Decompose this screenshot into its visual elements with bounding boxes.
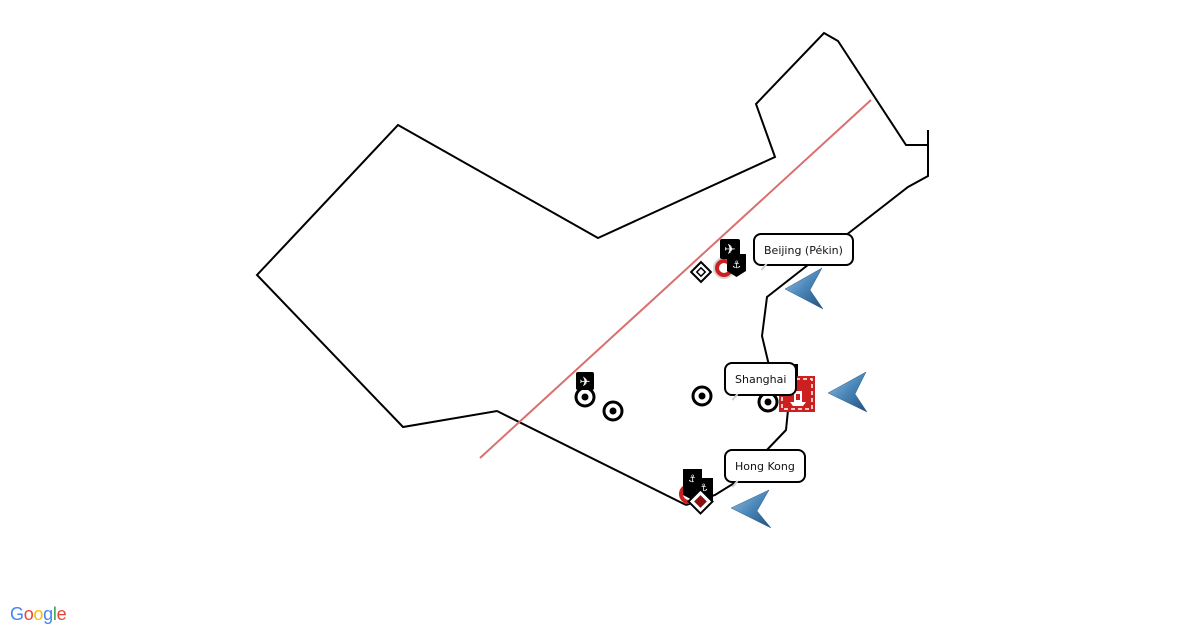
google-logo[interactable]: Google xyxy=(10,604,67,625)
logo-letter: l xyxy=(52,604,57,624)
target-icon[interactable] xyxy=(691,385,713,407)
airport-icon[interactable]: ✈ xyxy=(576,372,594,390)
diamond-icon[interactable] xyxy=(689,260,713,284)
arrow-marker-hong-kong[interactable] xyxy=(730,489,772,529)
city-label-shanghai[interactable]: Shanghai xyxy=(724,362,798,396)
arrow-marker-beijing[interactable] xyxy=(784,267,824,310)
country-outline xyxy=(255,31,929,506)
logo-letter: G xyxy=(10,604,24,624)
svg-text:⚓: ⚓ xyxy=(688,474,697,485)
city-label-hong-kong[interactable]: Hong Kong xyxy=(724,449,806,483)
logo-letter: o xyxy=(33,604,44,624)
logo-letter: e xyxy=(56,604,67,624)
target-icon[interactable] xyxy=(602,400,624,422)
route-line xyxy=(479,99,872,459)
svg-text:✈: ✈ xyxy=(724,242,736,258)
svg-text:✈: ✈ xyxy=(580,375,591,390)
city-label-beijing[interactable]: Beijing (Pékin) xyxy=(753,233,854,266)
diamond-icon[interactable] xyxy=(687,488,714,515)
harbor-icon[interactable]: ⚓ xyxy=(727,254,746,277)
arrow-marker-shanghai[interactable] xyxy=(827,371,868,413)
logo-letter: g xyxy=(43,604,53,624)
svg-text:⚓: ⚓ xyxy=(732,260,741,271)
logo-letter: o xyxy=(23,604,34,624)
svg-text:⚓: ⚓ xyxy=(699,483,708,494)
target-icon[interactable] xyxy=(574,386,596,408)
